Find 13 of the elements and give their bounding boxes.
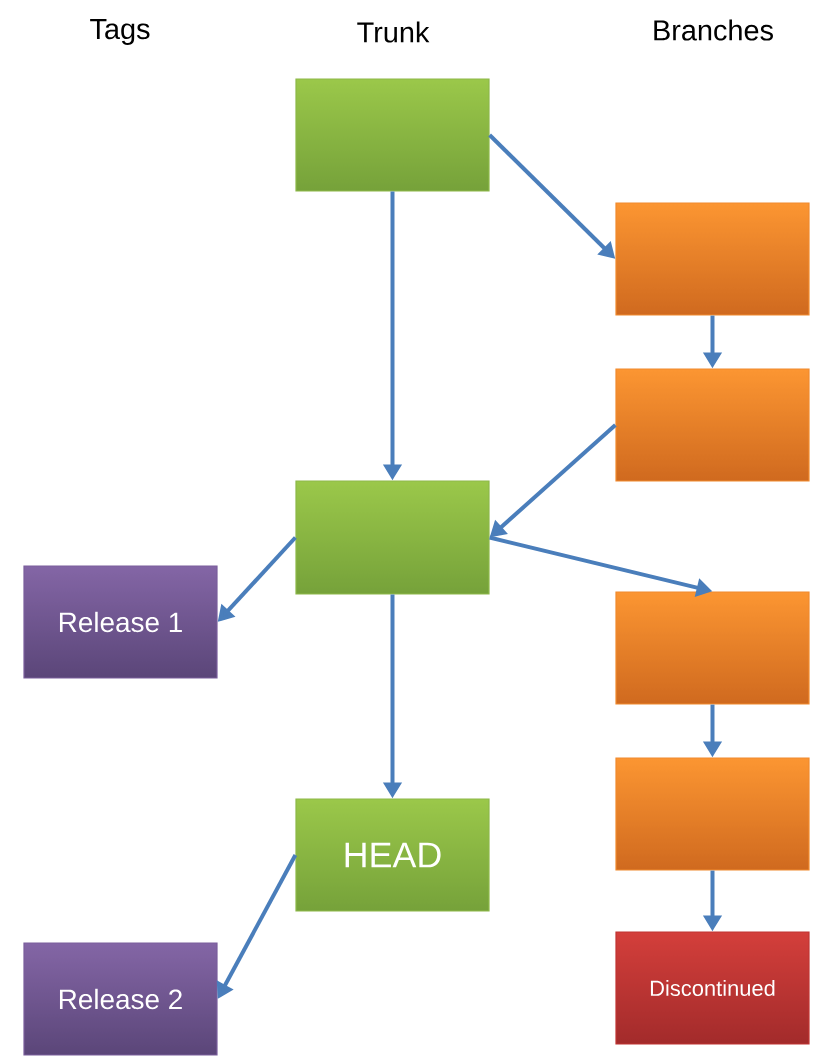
commit-box xyxy=(295,480,490,595)
column-heading: Tags xyxy=(90,19,150,45)
branch-box: Discontinued xyxy=(615,931,810,1045)
commit-box: HEAD xyxy=(295,798,490,912)
branch-box xyxy=(615,591,810,705)
branch-box xyxy=(615,202,810,316)
commit-box xyxy=(295,78,490,192)
branch-box xyxy=(615,368,810,482)
column-heading: Branches xyxy=(654,19,773,41)
tag-box: Release 2 xyxy=(23,942,218,1056)
branch-box xyxy=(615,757,810,871)
column-heading: Trunk xyxy=(357,21,430,43)
tag-box: Release 1 xyxy=(23,565,218,679)
